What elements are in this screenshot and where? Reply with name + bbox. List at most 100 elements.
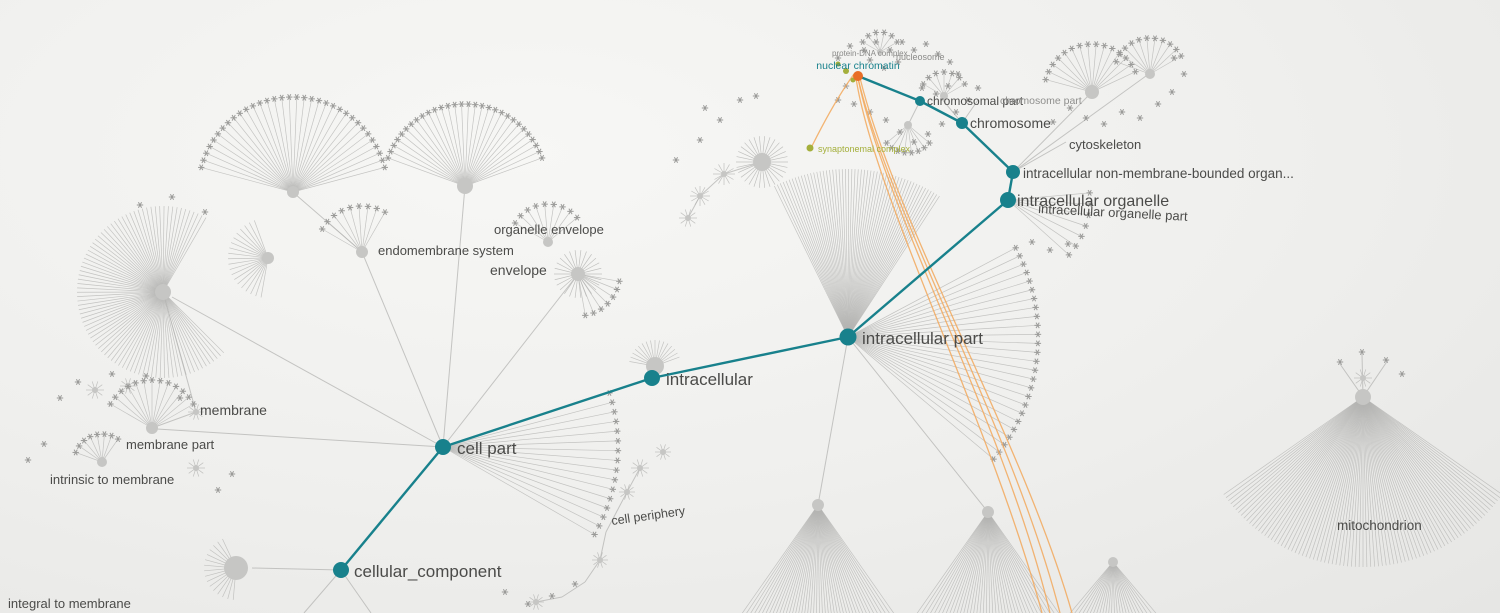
- labels-layer: cellular_component cell part intracellular…: [8, 49, 1422, 611]
- term-label[interactable]: chromosome part: [1000, 95, 1082, 107]
- graph-node-intracellular_organelle[interactable]: [1000, 192, 1016, 208]
- olive-node[interactable]: [843, 68, 849, 74]
- node-label-intracellular_part[interactable]: intracellular part: [862, 329, 983, 348]
- leaf-star-icon: [236, 110, 243, 117]
- leaf-star-icon: [1109, 45, 1116, 52]
- node-label-chromosomal_part[interactable]: chromosomal part: [927, 94, 1024, 108]
- leaf-star-icon: [925, 74, 932, 81]
- graph-node-cell_part[interactable]: [435, 439, 451, 455]
- graph-node-cellular_component[interactable]: [333, 562, 349, 578]
- cluster-node[interactable]: [457, 178, 473, 194]
- graph-node-chromosomal_part[interactable]: [915, 96, 925, 106]
- cluster-node[interactable]: [1085, 85, 1099, 99]
- cluster-urchin: [655, 444, 671, 460]
- cluster-node[interactable]: [262, 252, 274, 264]
- graph-node-intracellular[interactable]: [644, 370, 660, 386]
- leaf-star-icon: [373, 143, 380, 150]
- term-label[interactable]: intrinsic to membrane: [50, 472, 174, 487]
- node-label-nuclear_chromatin[interactable]: nuclear chromatin: [816, 60, 900, 72]
- leaf-star-icon: [504, 112, 511, 120]
- cluster-node[interactable]: [685, 215, 691, 221]
- cluster-node[interactable]: [812, 499, 824, 511]
- leaf-star-icon: [1082, 114, 1090, 122]
- node-label-intracellular_organelle[interactable]: intracellular organelle: [1017, 193, 1169, 210]
- leaf-star-icon: [1045, 68, 1052, 75]
- leaf-star-icon: [1064, 240, 1072, 248]
- cluster-node[interactable]: [1355, 389, 1371, 405]
- term-label[interactable]: endomembrane system: [378, 243, 514, 258]
- node-label-chromosome[interactable]: chromosome: [970, 115, 1051, 131]
- cluster-node[interactable]: [940, 92, 948, 100]
- graph-edge: [303, 569, 342, 613]
- cluster-node[interactable]: [146, 422, 158, 434]
- graph-edge: [599, 531, 607, 561]
- cluster-node[interactable]: [97, 457, 107, 467]
- cluster-fan: [387, 104, 543, 194]
- leaf-star-icon: [364, 203, 372, 210]
- cluster-node[interactable]: [904, 121, 912, 129]
- cluster-node[interactable]: [597, 557, 603, 563]
- cluster-node[interactable]: [533, 599, 539, 605]
- cluster-node[interactable]: [356, 246, 368, 258]
- node-label-cell_part[interactable]: cell part: [457, 439, 517, 458]
- leaf-star-icon: [1010, 426, 1018, 433]
- olive-node[interactable]: [835, 61, 841, 67]
- leaf-star-icon: [934, 50, 942, 58]
- term-label[interactable]: organelle envelope: [494, 222, 604, 237]
- leaf-star-icon: [1026, 278, 1033, 285]
- cluster-node[interactable]: [287, 186, 299, 198]
- cluster-node[interactable]: [92, 387, 98, 393]
- graph-node-nuclear_chromatin[interactable]: [853, 71, 863, 81]
- leaf-star-icon: [1170, 54, 1178, 62]
- cluster-node[interactable]: [753, 153, 771, 171]
- cluster-node[interactable]: [193, 409, 199, 415]
- cluster-fan: [204, 538, 248, 600]
- cluster-fan: [1045, 44, 1136, 99]
- leaf-star-icon: [373, 205, 380, 212]
- leaf-star-icon: [886, 46, 894, 54]
- term-label[interactable]: membrane part: [126, 437, 215, 452]
- cluster-node[interactable]: [543, 237, 553, 247]
- cluster-node[interactable]: [224, 556, 248, 580]
- graph-node-non_membrane_bounded[interactable]: [1006, 165, 1020, 179]
- term-label[interactable]: membrane: [200, 402, 267, 418]
- term-label[interactable]: synaptonemal complex: [818, 144, 911, 154]
- node-label-cellular_component[interactable]: cellular_component: [354, 562, 502, 581]
- graph-node-chromosome[interactable]: [956, 117, 968, 129]
- leaf-star-icon: [1028, 286, 1036, 293]
- term-label[interactable]: envelope: [490, 262, 547, 278]
- cluster-node[interactable]: [697, 193, 703, 199]
- orange-link: [857, 77, 1061, 613]
- cluster-node[interactable]: [877, 49, 883, 55]
- leaf-star-icon: [249, 102, 257, 109]
- term-label[interactable]: integral to membrane: [8, 596, 131, 611]
- term-label[interactable]: cytoskeleton: [1069, 137, 1141, 152]
- node-label-intracellular[interactable]: intracellular: [666, 370, 753, 389]
- leaf-star-icon: [360, 125, 367, 132]
- leaf-star-icon: [210, 136, 217, 144]
- term-label[interactable]: nucleosome: [896, 52, 945, 62]
- cluster-node[interactable]: [982, 506, 994, 518]
- term-label[interactable]: protein-DNA complex: [832, 49, 908, 58]
- term-label[interactable]: mitochondrion: [1337, 518, 1422, 533]
- cluster-node[interactable]: [1360, 375, 1366, 381]
- node-label-non_membrane_bounded[interactable]: intracellular non-membrane-bounded organ…: [1023, 166, 1294, 181]
- cluster-node[interactable]: [571, 267, 585, 281]
- cluster-node[interactable]: [624, 489, 630, 495]
- olive-node[interactable]: [806, 144, 814, 152]
- graph-node-intracellular_part[interactable]: [839, 328, 857, 346]
- leaf-star-icon: [1016, 252, 1024, 259]
- cluster-node[interactable]: [637, 465, 643, 471]
- leaf-star-icon: [1128, 40, 1135, 47]
- cluster-node[interactable]: [155, 284, 171, 300]
- cluster-node[interactable]: [660, 449, 666, 455]
- graph-edge: [847, 336, 989, 513]
- cluster-node[interactable]: [1145, 69, 1155, 79]
- term-label[interactable]: cell periphery: [610, 504, 686, 528]
- leaf-star-icon: [949, 70, 956, 77]
- cluster-node[interactable]: [721, 171, 727, 177]
- cluster-node[interactable]: [193, 465, 199, 471]
- cluster-node[interactable]: [1108, 557, 1118, 567]
